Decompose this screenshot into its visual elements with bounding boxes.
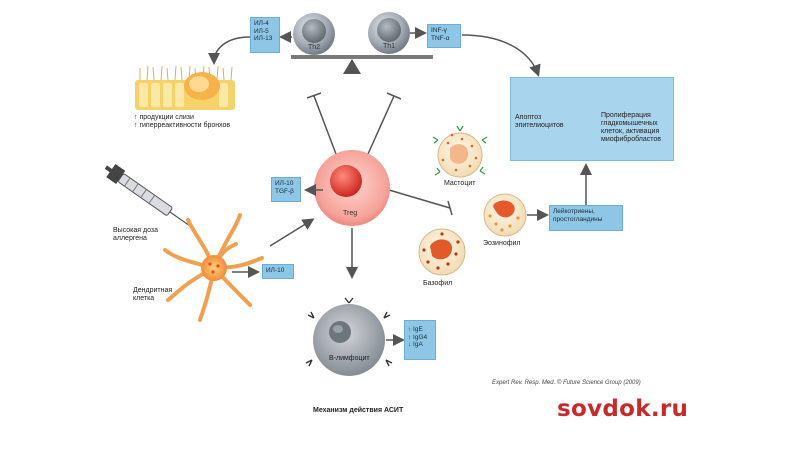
leukotrienes-box: Лейкотриены, простогландины [549,205,623,231]
dendritic-cell-granules [208,262,220,274]
il10-box: ИЛ-10 [262,264,294,279]
apoptosis-text: Апоптоз эпителиоцитов [515,114,564,129]
treg-cell [314,150,390,226]
eosinophil-label: Эозинофил [483,240,521,247]
immunoglobulin-box: ↑ IgE ↑ IgG4 ↓ IgA [404,320,436,360]
mucus-text: ↑ продукции слизи ↑ гиперреактивности бр… [134,114,231,129]
watermark: sovdok.ru [557,396,689,422]
th1-label: Th1 [383,43,396,50]
proliferation-text: Пролиферация гладкомышечных клеток, акти… [601,112,661,143]
ifn-tnf-box: INF-γ TNF-α [427,24,461,48]
allergen-label: Высокая доза аллергена [113,227,159,242]
treg-label: Treg [343,210,358,217]
mast-cell [432,125,488,178]
eosinophil [483,193,527,237]
th2-label: Th2 [308,44,321,51]
basophil-label: Базофил [423,280,453,287]
dc-to-treg-arrow [269,218,315,247]
treg-inhibition-lines [306,92,453,216]
b-lymphocyte [305,297,393,376]
bronchial-epithelium [135,65,235,110]
th1-cell [368,12,410,54]
figure-caption: Механизм действия АСИТ [313,407,404,414]
b-lymphocyte-label: B-лимфоцит [329,355,370,362]
balance-scale [291,55,433,74]
effects-box [510,77,674,161]
dendritic-cell-label: Дендритная клетка [133,287,173,302]
il4-il5-il13-box: ИЛ-4 ИЛ-5 ИЛ-13 [250,17,280,53]
source-citation: Expert Rev. Resp. Med. © Future Science … [492,380,641,386]
th2-cell [293,13,335,55]
mast-cell-label: Мастоцит [444,180,476,187]
dendritic-cell-body [201,255,227,281]
il-to-epithelium-arrow [208,36,251,65]
syringe-icon [104,164,190,227]
basophil [418,228,466,276]
il10-tgf-box: ИЛ-10 TGF-β [271,177,301,202]
ifn-to-effects-arrow [461,34,541,77]
